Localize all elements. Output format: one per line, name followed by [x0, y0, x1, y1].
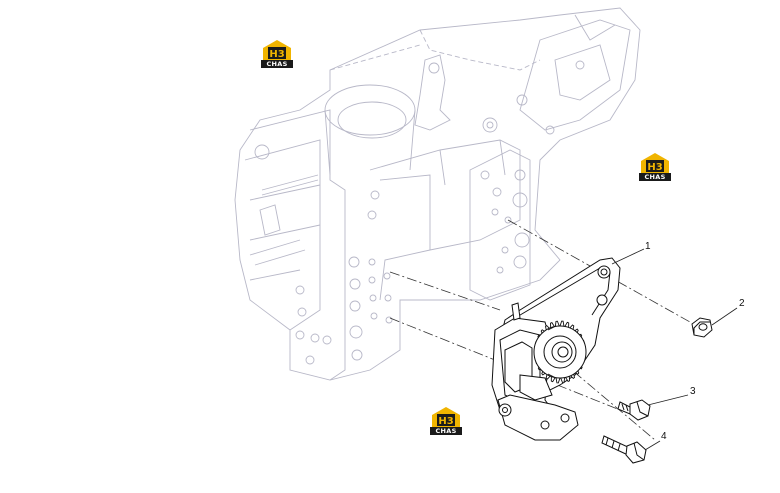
oil-pump-assembly — [491, 257, 621, 441]
callout-1: 1 — [645, 241, 651, 252]
house-h3-icon: H3 — [432, 407, 460, 427]
long-bolt — [601, 435, 647, 464]
drive-gear — [533, 320, 587, 384]
svg-text:H3: H3 — [647, 162, 662, 173]
house-h3-icon: H3 — [263, 40, 291, 60]
short-bolt — [617, 399, 651, 421]
engine-front-housing — [234, 7, 641, 381]
callout-4: 4 — [661, 431, 667, 442]
watermark-logo-right: H3 CHAS — [637, 151, 673, 185]
hex-nut — [691, 317, 713, 338]
house-h3-icon: H3 — [641, 153, 669, 173]
svg-text:H3: H3 — [269, 49, 284, 60]
watermark-text: CHAS — [639, 173, 671, 181]
watermark-logo-top-left: H3 CHAS — [259, 38, 295, 72]
callout-2: 2 — [739, 298, 745, 309]
leader-lines — [611, 248, 738, 451]
watermark-text: CHAS — [430, 427, 462, 435]
watermark-logo-bottom: H3 CHAS — [428, 405, 464, 439]
watermark-text: CHAS — [261, 60, 293, 68]
svg-text:H3: H3 — [438, 416, 453, 427]
callout-3: 3 — [690, 386, 696, 397]
